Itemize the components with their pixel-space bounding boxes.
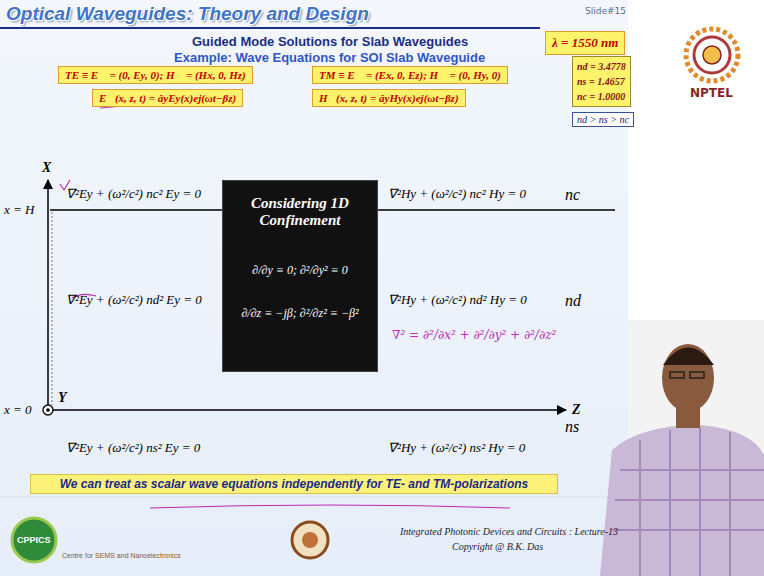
confinement-box: Considering 1D Confinement ∂/∂y ≡ 0; ∂²/∂… [222,180,378,372]
presenter [600,320,764,576]
wave-equation: ∇²Ey + (ω²/c²) nc² Ey = 0 [66,186,201,202]
box-line: ns = 1.4657 [577,74,626,89]
box-line: ∂/∂y ≡ 0; ∂²/∂y² ≡ 0 [229,263,371,278]
ink-underline [150,505,510,508]
wave-equation: ∇²Ey + (ω²/c²) nd² Ey = 0 [66,292,202,308]
box-text: TM ≡ E⃗ = (Ex, 0, Ez); H⃗ = (0, Hy, 0) [319,69,501,81]
title-rule [0,27,540,29]
logo-text: NPTEL [690,86,733,100]
logo-text: CPPICS [17,535,51,545]
box-line: nc = 1.0000 [577,89,626,104]
footer-rule [0,497,628,498]
index-box: nd = 3.4778ns = 1.4657nc = 1.0000 [572,56,631,107]
wavelength-box: λ = 1550 nm [545,31,625,55]
guide-line [52,212,53,405]
cppics-logo [12,518,56,562]
region-index: ns [565,418,579,436]
slide-ground [0,0,628,576]
handwritten-note: ∇² = ∂²/∂x² + ∂²/∂y² + ∂²/∂z² [392,328,556,342]
box-line: ∂/∂z ≡ −jβ; ∂²/∂z² ≡ −β² [229,306,371,321]
boundary-label: x = H [4,202,34,218]
footer-note: Centre for SEMS and Nanoelectronics [62,552,181,559]
te-definition-box: TE ≡ E⃗ = (0, Ey, 0); H⃗ = (Hx, 0, Hz) [58,66,253,84]
wave-equation: ∇²Ey + (ω²/c²) ns² Ey = 0 [66,440,200,456]
institute-logo-core [302,532,318,548]
inequality-box: nd > ns > nc [572,112,634,127]
wave-equation: ∇²Hy + (ω²/c²) nc² Hy = 0 [388,186,526,202]
axis-label: Z [572,402,581,418]
wave-equation: ∇²Hy + (ω²/c²) nd² Hy = 0 [388,292,527,308]
slide-subheading: Example: Wave Equations for SOI Slab Wav… [174,50,485,65]
y-axis-symbol [43,405,53,415]
x-axis [47,180,49,410]
slide-heading: Guided Mode Solutions for Slab Waveguide… [192,34,468,49]
box-text: λ = 1550 nm [552,35,618,50]
axis-label: X [42,160,51,176]
axis-label: Y [58,390,67,406]
box-text: H⃗(x, z, t) = âyHy(x)ej(ωt−βz) [319,92,459,104]
wave-equation: ∇²Hy + (ω²/c²) ns² Hy = 0 [388,440,525,456]
region-index: nd [565,292,581,310]
box-text: We can treat as scalar wave equations in… [60,477,529,491]
institute-logo [292,522,328,558]
h-field-box: H⃗(x, z, t) = âyHy(x)ej(ωt−βz) [312,89,466,107]
z-axis [50,409,566,411]
y-axis-dot [46,408,50,412]
slide-title: Optical Waveguides: Theory and Design [6,3,369,25]
box-text: TE ≡ E⃗ = (0, Ey, 0); H⃗ = (Hx, 0, Hz) [65,69,246,81]
conclusion-banner: We can treat as scalar wave equations in… [30,474,558,494]
box-text: nd > ns > nc [577,114,629,125]
boundary-label: x = 0 [4,402,32,418]
footer-note: Copyright @ B.K. Das [452,541,543,552]
nptel-logo [686,29,738,81]
footer-note: Integrated Photonic Devices and Circuits… [400,526,618,537]
box-text: Considering 1D Confinement [229,195,371,229]
box-text: E⃗(x, z, t) = âyEy(x)ej(ωt−βz) [99,92,236,104]
region-index: nc [565,186,580,204]
e-field-box: E⃗(x, z, t) = âyEy(x)ej(ωt−βz) [92,89,243,107]
box-text: nd = 3.4778 [577,59,626,74]
slide-number: Slide#15 [585,6,626,16]
tm-definition-box: TM ≡ E⃗ = (Ex, 0, Ez); H⃗ = (0, Hy, 0) [312,66,508,84]
